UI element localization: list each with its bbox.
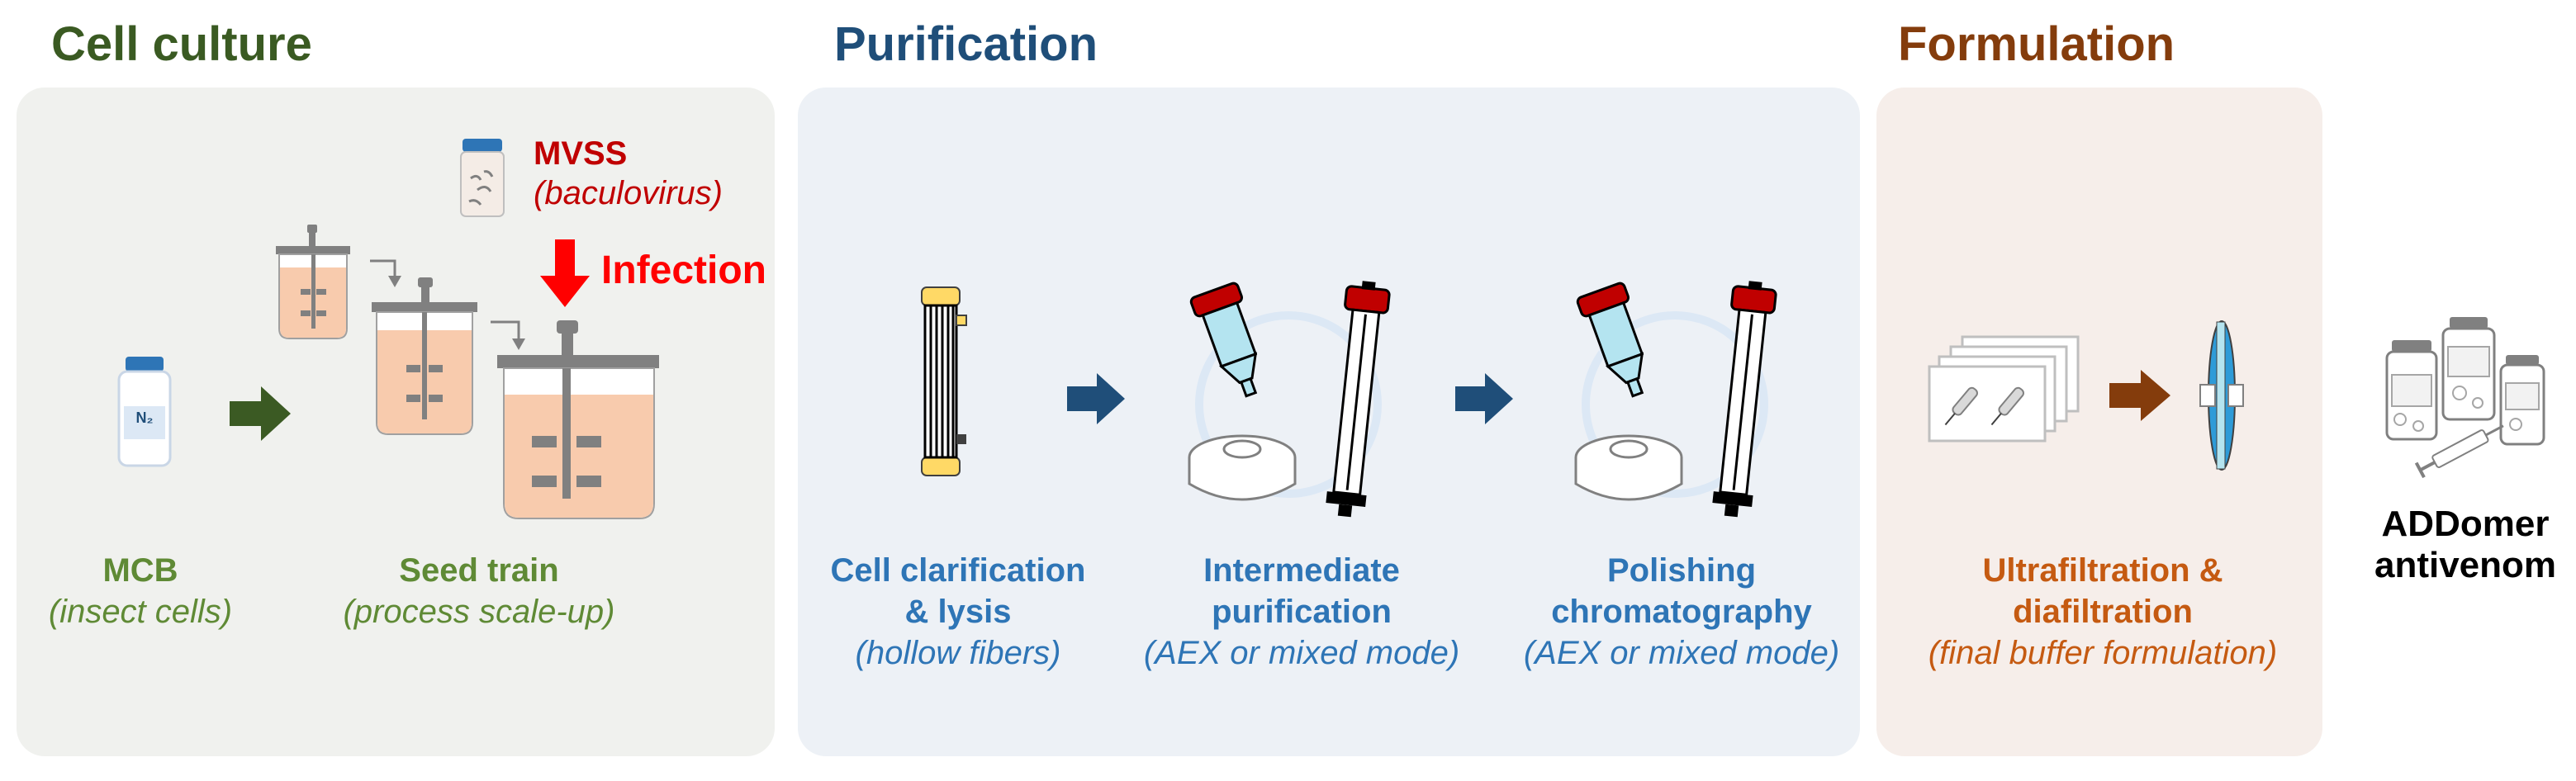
intermediate-title-line1: Intermediate: [1203, 552, 1400, 589]
ultrafiltration-label: Ultrafiltration & diafiltration (final b…: [1896, 550, 2309, 674]
intermediate-subtitle: (AEX or mixed mode): [1143, 635, 1460, 671]
hollow-fiber-module-icon: [921, 286, 967, 476]
cell-culture-arrow-icon: [230, 386, 291, 441]
mcb-title: MCB: [102, 552, 178, 589]
product-title-line1: ADDomer: [2381, 504, 2550, 544]
intermediate-chromatography-icon: [1188, 281, 1391, 518]
ultrafiltration-title-line2: diafiltration: [2013, 594, 2193, 630]
clarification-title-line2: & lysis: [904, 594, 1012, 630]
formulation-arrow-icon: [2109, 370, 2170, 421]
product-title-line2: antivenom: [2374, 545, 2557, 585]
purification-title: Purification: [834, 17, 1098, 71]
polishing-title-line1: Polishing: [1607, 552, 1756, 589]
polishing-chromatography-icon: [1574, 281, 1777, 518]
formulation-title: Formulation: [1898, 17, 2175, 71]
clarification-title-line1: Cell clarification: [830, 552, 1086, 589]
mcb-label: MCB (insect cells): [41, 550, 240, 632]
ultrafiltration-cassette-icon: [1928, 335, 2080, 443]
seed-train-subtitle: (process scale-up): [343, 594, 615, 630]
polishing-title-line2: chromatography: [1551, 594, 1812, 630]
infection-label: Infection: [601, 248, 766, 292]
antivenom-vials-icon: [2385, 317, 2545, 479]
cell-culture-title: Cell culture: [51, 17, 312, 71]
diafiltration-filter-icon: [2199, 320, 2244, 471]
purification-panel: [798, 88, 1860, 756]
clarification-label: Cell clarification & lysis (hollow fiber…: [818, 550, 1098, 674]
mvss-vial-icon: [460, 139, 505, 217]
clarification-subtitle: (hollow fibers): [855, 635, 1061, 671]
ultrafiltration-title-line1: Ultrafiltration &: [1982, 552, 2223, 589]
seed-train-title: Seed train: [399, 552, 559, 589]
mcb-bottle-icon: [117, 357, 172, 467]
mcb-subtitle: (insect cells): [48, 594, 233, 630]
mvss-title: MVSS: [534, 135, 628, 172]
seed-train-label: Seed train (process scale-up): [322, 550, 636, 632]
infection-arrow-icon: [540, 239, 590, 307]
product-label: ADDomer antivenom: [2357, 504, 2574, 586]
polishing-label: Polishing chromatography (AEX or mixed m…: [1508, 550, 1855, 674]
purification-arrow-2-icon: [1455, 373, 1513, 424]
polishing-subtitle: (AEX or mixed mode): [1523, 635, 1840, 671]
seed-train-bioreactors-icon: [276, 225, 659, 519]
purification-arrow-1-icon: [1067, 373, 1125, 424]
intermediate-title-line2: purification: [1212, 594, 1392, 630]
mcb-bottle-label: N₂: [135, 409, 154, 426]
intermediate-purification-label: Intermediate purification (AEX or mixed …: [1128, 550, 1475, 674]
mvss-subtitle: (baculovirus): [534, 175, 723, 211]
ultrafiltration-subtitle: (final buffer formulation): [1928, 635, 2278, 671]
